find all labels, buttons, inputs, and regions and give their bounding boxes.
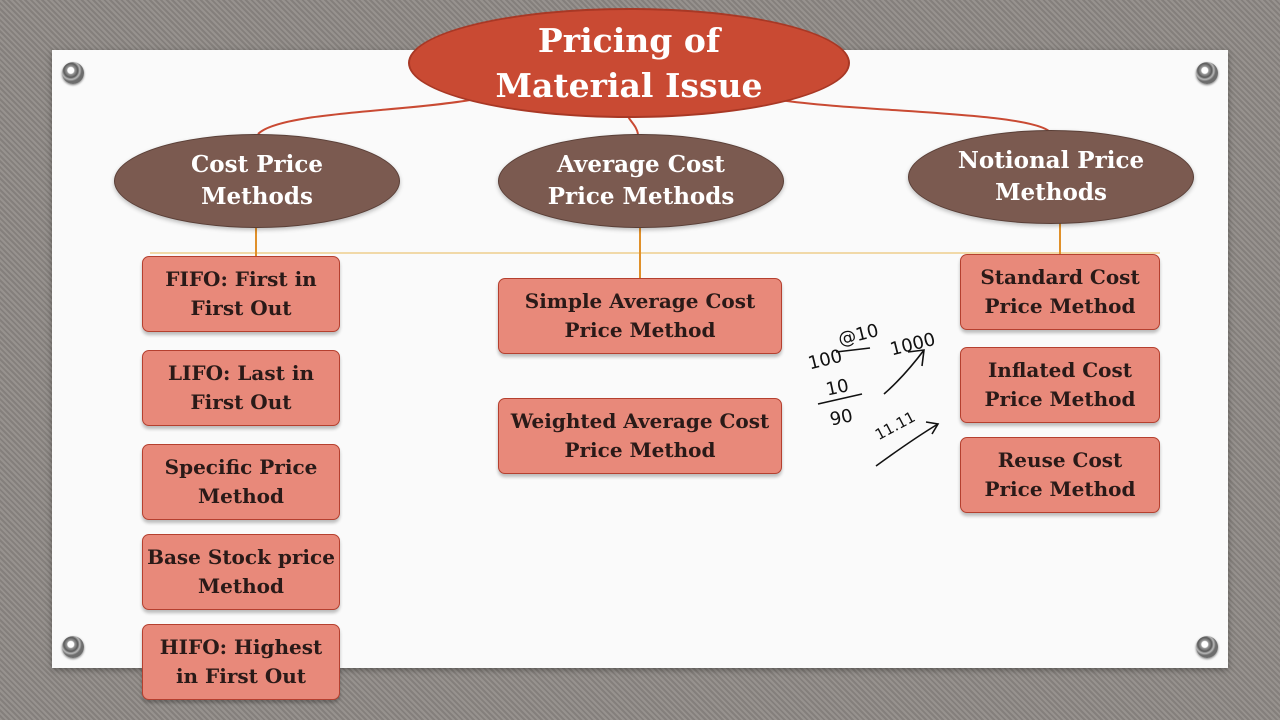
category-label: Cost Price Methods: [190, 151, 323, 210]
method-weighted-average: Weighted Average Cost Price Method: [498, 398, 782, 474]
category-label: Notional Price Methods: [957, 147, 1145, 206]
method-specific-price: Specific Price Method: [142, 444, 340, 520]
method-simple-average: Simple Average Cost Price Method: [498, 278, 782, 354]
page-title: Pricing of Material Issue: [495, 21, 763, 105]
category-label: Average Cost Price Methods: [547, 151, 735, 210]
pushpin-icon: [62, 636, 84, 658]
method-base-stock: Base Stock price Method: [142, 534, 340, 610]
method-label: LIFO: Last in First Out: [167, 361, 314, 414]
category-average-cost: Average Cost Price Methods: [498, 134, 784, 228]
method-fifo: FIFO: First in First Out: [142, 256, 340, 332]
method-standard-cost: Standard Cost Price Method: [960, 254, 1160, 330]
method-hifo: HIFO: Highest in First Out: [142, 624, 340, 700]
method-label: Reuse Cost Price Method: [984, 448, 1136, 501]
category-cost-price: Cost Price Methods: [114, 134, 400, 228]
method-label: Standard Cost Price Method: [980, 265, 1140, 318]
method-lifo: LIFO: Last in First Out: [142, 350, 340, 426]
method-label: FIFO: First in First Out: [165, 267, 317, 320]
method-label: Specific Price Method: [164, 455, 318, 508]
method-label: Base Stock price Method: [147, 545, 335, 598]
title-oval: Pricing of Material Issue: [408, 8, 850, 118]
method-label: HIFO: Highest in First Out: [159, 635, 323, 688]
method-inflated-cost: Inflated Cost Price Method: [960, 347, 1160, 423]
pushpin-icon: [62, 62, 84, 84]
method-label: Weighted Average Cost Price Method: [510, 409, 770, 462]
pushpin-icon: [1196, 62, 1218, 84]
method-label: Simple Average Cost Price Method: [524, 289, 756, 342]
method-label: Inflated Cost Price Method: [984, 358, 1136, 411]
method-reuse-cost: Reuse Cost Price Method: [960, 437, 1160, 513]
category-notional-price: Notional Price Methods: [908, 130, 1194, 224]
pushpin-icon: [1196, 636, 1218, 658]
